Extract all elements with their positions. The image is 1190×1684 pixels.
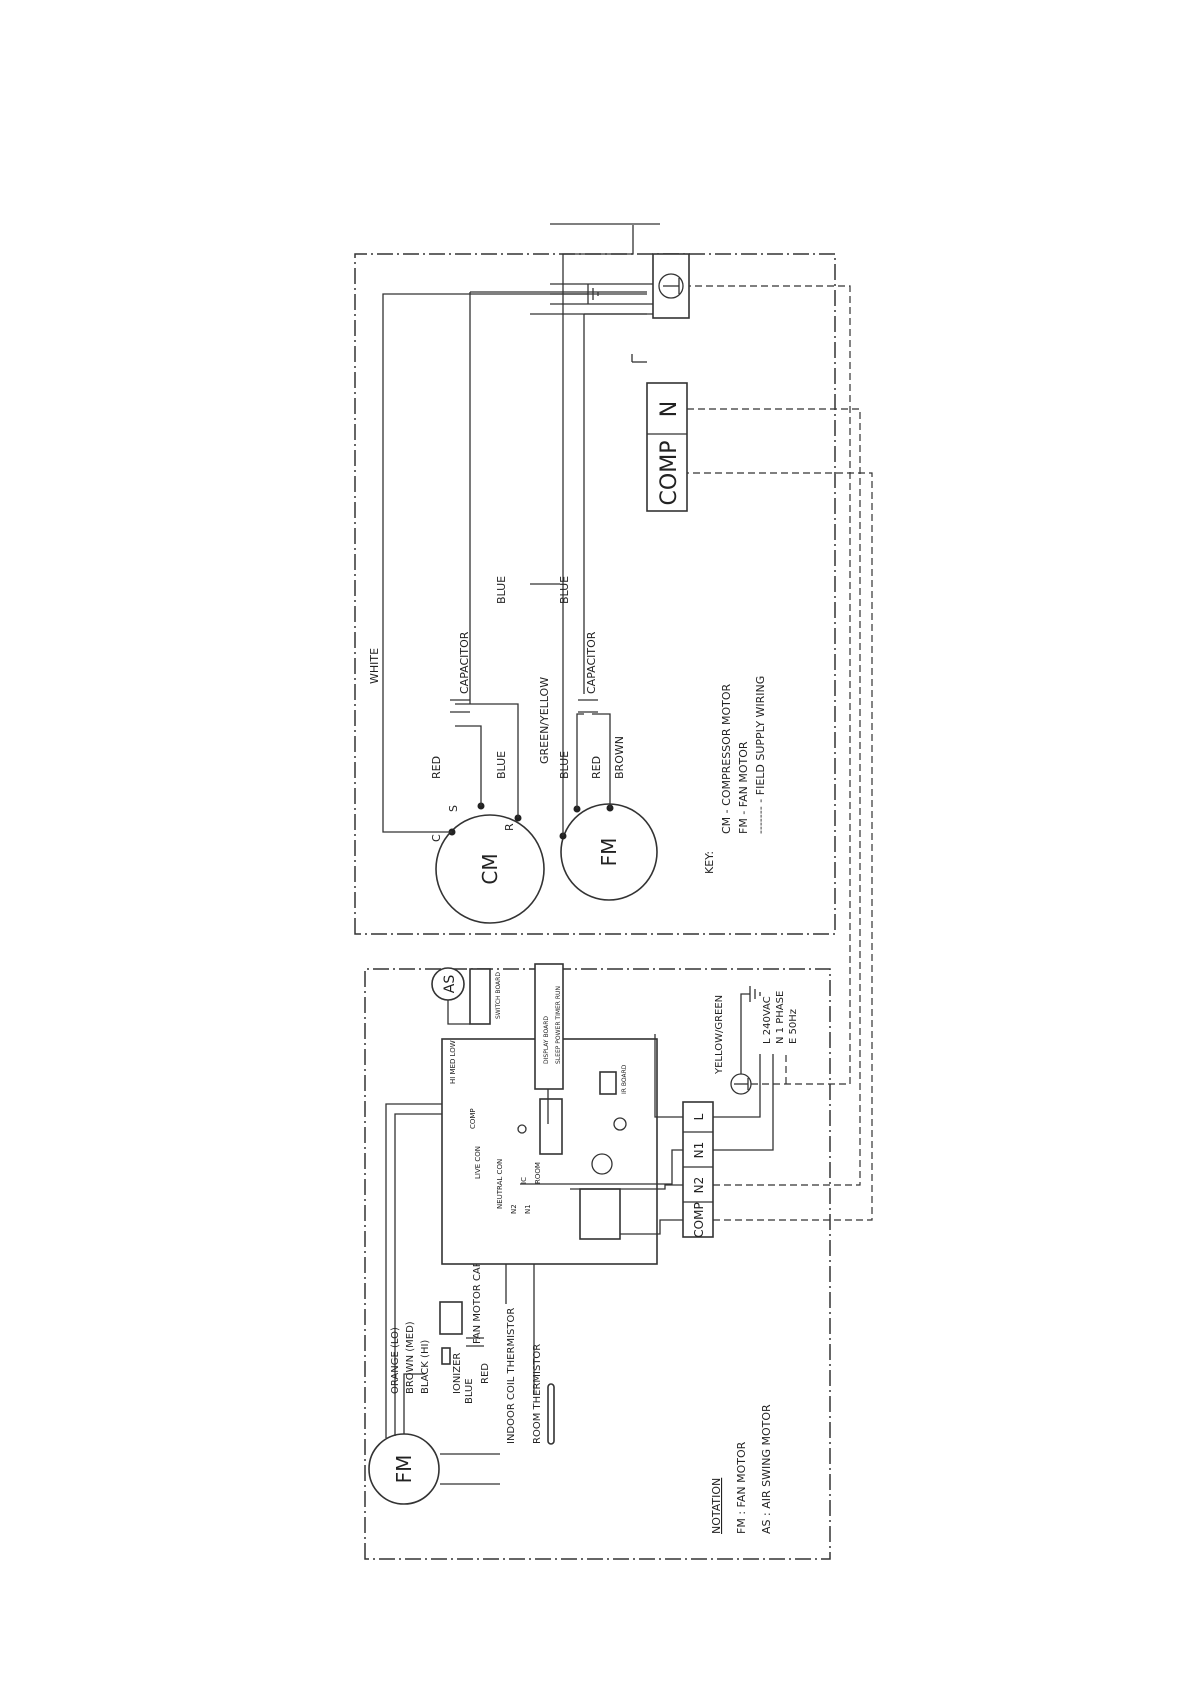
switch-board-label: SWITCH BOARD [495, 972, 502, 1019]
display-board [534, 963, 564, 1090]
indoor-fan-motor-label: FM [392, 1455, 416, 1484]
outdoor-unit: CM C S R FM [354, 223, 836, 935]
pcb-buzzer [591, 1153, 613, 1175]
wire-label-blue-2: BLUE [495, 751, 508, 779]
notation-as: AS : AIR SWING MOTOR [760, 1404, 773, 1534]
outdoor-terminal-comp: COMP [657, 441, 682, 506]
indoor-earth-terminal [730, 1073, 752, 1095]
wire-label-blue-4: BLUE [558, 576, 571, 604]
compressor-pin-s: S [447, 805, 460, 812]
wire-label-blue-3: BLUE [558, 751, 571, 779]
outdoor-fan-motor [560, 803, 658, 901]
wire-label-red: RED [480, 1363, 491, 1384]
display-board-buttons: SLEEP POWER TIMER RUN [555, 986, 562, 1064]
compressor-pin-c: C [430, 834, 443, 842]
ionizer: IONIZER BLUE [441, 1347, 475, 1404]
outdoor-terminal-block: COMP N [646, 382, 688, 512]
compressor-motor-label: CM [478, 853, 502, 884]
pcb-conn-room: ROOM [534, 1162, 542, 1184]
wire-label-black-hi: BLACK (HI) [420, 1340, 431, 1394]
wire-label-white: WHITE [368, 648, 381, 684]
pcb-relay [579, 1188, 621, 1240]
indoor-terminal-comp: COMP [692, 1202, 706, 1237]
supply-e-label: E 50Hz [788, 1009, 799, 1044]
supply-n-label: N 1 PHASE [775, 991, 786, 1044]
wire-label-orange: ORANGE (LO) [390, 1327, 401, 1394]
switch-board [469, 968, 491, 1025]
indoor-unit-boundary [364, 968, 831, 1560]
wire-label-red-1: RED [430, 756, 443, 779]
key-fm: FM - FAN MOTOR [737, 741, 750, 834]
fan-capacitor-symbol [578, 699, 598, 713]
pcb-conn-hi-med-low: HI MED LOW [449, 1040, 457, 1084]
indoor-terminal-block: COMP N2 N1 L [682, 1101, 714, 1238]
pcb-component [613, 1117, 627, 1131]
room-thermistor-label: ROOM THERMISTOR [532, 1344, 543, 1444]
indoor-terminal-n2: N2 [692, 1177, 706, 1194]
wire-label-yellow-green: YELLOW/GREEN [714, 995, 725, 1075]
indoor-terminal-n1: N1 [692, 1142, 706, 1159]
notation-fm: FM : FAN MOTOR [735, 1441, 748, 1534]
indoor-unit: FM ORANGE (LO) BROWN (MED) BLACK (HI) IO… [364, 963, 831, 1560]
ir-board-label: IR BOARD [621, 1064, 628, 1094]
room-thermistor-probe [547, 1383, 555, 1445]
outdoor-earth-icon [550, 284, 599, 304]
pcb-conn-ic: IC [520, 1177, 528, 1184]
ir-board [599, 1071, 617, 1095]
wire-label-capacitor-2: CAPACITOR [585, 631, 598, 694]
wire-label-blue: BLUE [464, 1378, 475, 1404]
key-title: KEY: [703, 851, 716, 874]
pcb-conn-live-con: LIVE CON [474, 1146, 482, 1179]
compressor-capacitor-symbol [450, 699, 470, 713]
outdoor-fan-motor-label: FM [597, 838, 621, 867]
supply-l-label: L 240VAC [762, 996, 773, 1044]
outdoor-terminal-n: N [657, 401, 682, 417]
compressor-motor [435, 814, 545, 924]
wire-label-brown: BROWN [613, 736, 626, 779]
wire-label-red-2: RED [590, 756, 603, 779]
indoor-earth-icon [749, 986, 761, 1002]
indoor-terminal-l: L [692, 1113, 706, 1120]
key-cm: CM - COMPRESSOR MOTOR [720, 684, 733, 834]
fan-motor-capacitor: FAN MOTOR CAPACITOR RED [466, 1224, 491, 1384]
indoor-coil-thermistor-label: INDOOR COIL THERMISTOR [506, 1308, 517, 1444]
pcb-microcontroller [539, 1098, 563, 1155]
compressor-pin-r: R [503, 823, 516, 831]
pcb-conn-n1: N1 [524, 1204, 532, 1214]
display-board-label: DISPLAY BOARD [543, 1016, 550, 1064]
ionizer-label: IONIZER [452, 1353, 463, 1394]
field-supply-wiring [687, 285, 873, 1221]
key-field: ------- - FIELD SUPPLY WIRING [754, 676, 767, 834]
fan-motor-capacitor-label: FAN MOTOR CAPACITOR [472, 1224, 483, 1344]
pcb-conn-comp: COMP [469, 1108, 477, 1129]
wire-label-blue-1: BLUE [495, 576, 508, 604]
ionizer-module [439, 1301, 463, 1335]
pcb-conn-neutral-con: NEUTRAL CON [496, 1159, 504, 1209]
outdoor-earth-terminal [652, 253, 690, 319]
air-swing-motor-label: AS [442, 975, 458, 994]
wire-label-capacitor-1: CAPACITOR [458, 631, 471, 694]
wire-label-green-yellow: GREEN/YELLOW [538, 677, 551, 764]
notation-title: NOTATION [710, 1478, 723, 1534]
pcb-conn-n2: N2 [510, 1204, 518, 1214]
wire-label-brown-med: BROWN (MED) [405, 1321, 416, 1394]
